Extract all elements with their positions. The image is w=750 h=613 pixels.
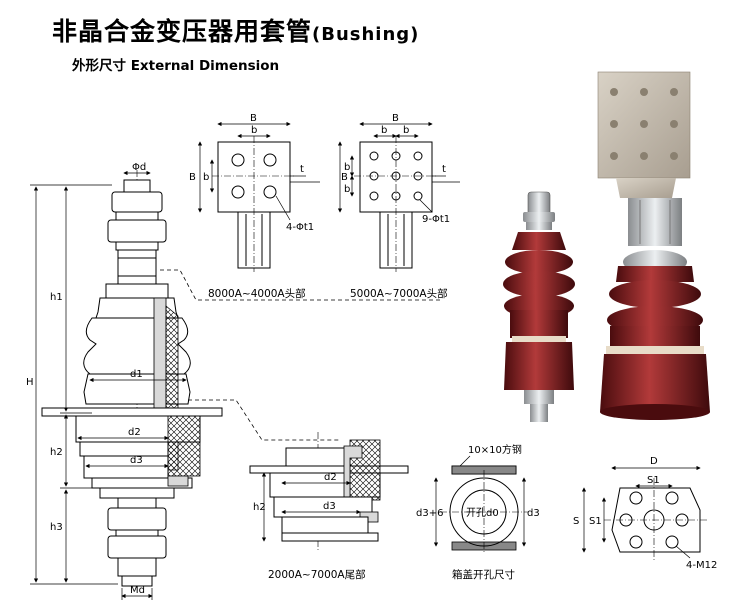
label-B-side-head1: B: [189, 172, 196, 183]
label-H: H: [26, 377, 34, 388]
caption-head-large: 5000A~7000A头部: [350, 287, 448, 300]
label-B-head1: B: [250, 113, 257, 124]
label-M12: 4-M12: [686, 560, 717, 571]
main-dimensions: Φd H h1 h2 h3 d1 d2 d3 Md: [26, 162, 187, 600]
label-d3-tail: d3: [323, 501, 336, 512]
label-h2-tail: h2: [253, 502, 266, 513]
label-b-side-head2-a: b: [344, 162, 350, 173]
label-B-side-head2: B: [341, 172, 348, 183]
label-h1: h1: [50, 292, 63, 303]
bushing-photo-small: [503, 191, 575, 422]
flange-pad-view: D S1 S S1 4-M12: [573, 456, 717, 571]
label-b-side-head1: b: [203, 172, 209, 183]
label-d1: d1: [130, 369, 143, 380]
head-view-9-holes: B b b B b b t 9-Φt1 5000A~7000A头部: [337, 113, 460, 300]
label-D: D: [650, 456, 658, 467]
label-d2: d2: [128, 427, 141, 438]
label-S: S: [573, 516, 579, 527]
main-bushing-section: [41, 170, 223, 590]
caption-head-small: 8000A~4000A头部: [208, 287, 306, 300]
head-view-4-holes: B b B b t 4-Φt1 8000A~4000A头部: [189, 113, 320, 300]
label-b-side-head2-b: b: [344, 184, 350, 195]
label-holes-4: 4-Φt1: [286, 222, 314, 233]
label-t-head2: t: [442, 164, 446, 175]
label-Md: Md: [130, 585, 145, 596]
cover-hole-view: d3+6 d3 开孔d0 10×10方钢 箱盖开孔尺寸: [416, 443, 540, 581]
label-b-head2-b: b: [403, 125, 409, 136]
bushing-photo-large: [597, 71, 710, 420]
label-B-head2: B: [392, 113, 399, 124]
label-S1-side: S1: [589, 516, 602, 527]
label-d3: d3: [130, 455, 143, 466]
label-d2-tail: d2: [324, 472, 337, 483]
caption-cover-hole: 箱盖开孔尺寸: [452, 568, 515, 581]
page-title: 非晶合金变压器用套管(Bushing): [52, 17, 420, 46]
caption-tail: 2000A~7000A尾部: [268, 568, 366, 581]
label-d0-hole: 开孔d0: [466, 507, 499, 519]
section-subtitle: 外形尺寸 External Dimension: [72, 58, 280, 74]
label-d3-cover: d3: [527, 508, 540, 519]
label-d3-plus-6: d3+6: [416, 508, 443, 519]
tail-view: h2 d2 d3 2000A~7000A尾部: [249, 432, 409, 581]
label-b-head2-a: b: [381, 125, 387, 136]
label-b-head1: b: [251, 125, 257, 136]
label-holes-9: 9-Φt1: [422, 214, 450, 225]
label-S1-top: S1: [647, 475, 660, 486]
label-phi-d: Φd: [132, 162, 146, 173]
label-h2: h2: [50, 447, 63, 458]
label-h3: h3: [50, 522, 63, 533]
label-steel: 10×10方钢: [468, 443, 522, 456]
label-t-head1: t: [300, 164, 304, 175]
